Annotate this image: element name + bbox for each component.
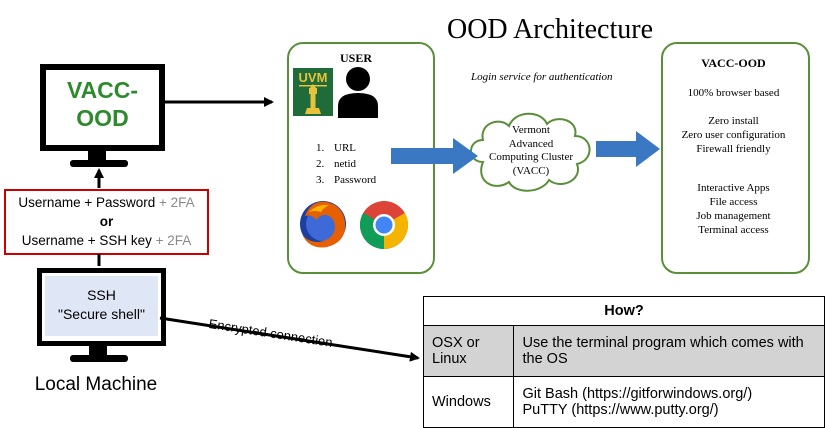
vacc-ood-browser-based: 100% browser based — [687, 87, 780, 99]
firefox-icon — [300, 201, 346, 248]
table-header: How? — [423, 296, 825, 326]
cluster-label-line3: Computing Cluster — [488, 151, 574, 163]
cluster-label-line1: Vermont — [512, 124, 550, 136]
table-cell-method: Use the terminal program which comes wit… — [513, 325, 825, 377]
how-table: How? OSX or Linux Use the terminal progr… — [422, 296, 825, 428]
credentials-or: or — [99, 214, 114, 229]
feature-item: Interactive Apps — [697, 182, 770, 194]
table-cell-method: Git Bash (https://gitforwindows.org/) Pu… — [513, 376, 825, 428]
vacc-ood-monitor-screen — [40, 64, 165, 151]
uvm-logo-graphic — [293, 68, 333, 116]
cluster-label-line4: (VACC) — [512, 164, 550, 177]
login-steps-list: 1.URL 2.netid 3.Password — [316, 140, 376, 188]
credentials-ssh-key-2fa: + 2FA — [151, 233, 192, 248]
feature-item: Terminal access — [698, 224, 769, 236]
chrome-icon — [359, 201, 409, 250]
user-to-cluster-arrow — [391, 138, 478, 174]
feature-item: Job management — [696, 210, 771, 222]
user-icon — [338, 67, 378, 118]
login-service-label: Login service for authentication — [471, 71, 613, 83]
encrypted-connection-arrow — [159, 316, 420, 362]
table-row: Windows Git Bash (https://gitforwindows.… — [422, 376, 825, 428]
table-row: OSX or Linux Use the terminal program wh… — [422, 325, 825, 377]
login-step: 1.URL — [316, 142, 356, 154]
cluster-to-vacc-ood-arrow — [596, 131, 660, 167]
ssh-secure-shell-label: "Secure shell" — [58, 306, 145, 322]
cluster-label: Vermont Advanced Computing Cluster (VACC… — [480, 124, 582, 178]
vacc-ood-monitor-label: VACC- OOD — [46, 76, 159, 132]
credentials-password: Username + Password — [18, 195, 156, 210]
local-machine-label: Local Machine — [34, 374, 158, 395]
uvm-logo — [293, 68, 333, 116]
login-step: 2.netid — [316, 158, 356, 170]
credentials-password-2fa: + 2FA — [155, 195, 195, 210]
vacc-ood-monitor-base — [70, 160, 128, 167]
vacc-ood-features-b: Interactive Apps File access Job managem… — [661, 181, 806, 237]
vacc-ood-panel — [661, 42, 810, 274]
table-cell-os: Windows — [422, 376, 515, 428]
user-title: USER — [340, 51, 373, 65]
cloud-icon — [470, 112, 591, 192]
diagram-title: OOD Architecture — [446, 14, 654, 45]
table-header-row: How? — [423, 296, 825, 326]
vacc-ood-features-a: Zero install Zero user configuration Fir… — [661, 114, 806, 156]
local-machine-monitor-neck — [89, 342, 107, 356]
feature-item: Zero user configuration — [681, 129, 786, 141]
ssh-panel: SSH "Secure shell" — [45, 276, 158, 336]
feature-item: Zero install — [708, 115, 759, 127]
credentials-ssh-key: Username + SSH key — [21, 233, 152, 248]
feature-item: Firewall friendly — [696, 143, 771, 155]
local-machine-monitor-base — [70, 355, 128, 362]
login-step: 3.Password — [316, 174, 377, 186]
vacc-ood-monitor-label-line1: VACC- OOD — [66, 77, 139, 131]
credentials-box: Username + Password + 2FA or Username + … — [4, 189, 209, 255]
vacc-ood-panel-title: VACC-OOD — [701, 56, 766, 70]
cluster-label-line2: Advanced — [508, 137, 554, 150]
table-cell-os: OSX or Linux — [422, 325, 515, 377]
uvm-logo-text: UVM — [298, 70, 328, 85]
vacc-ood-monitor-neck — [88, 145, 106, 161]
ssh-label: SSH — [87, 287, 116, 303]
feature-item: File access — [709, 196, 758, 208]
